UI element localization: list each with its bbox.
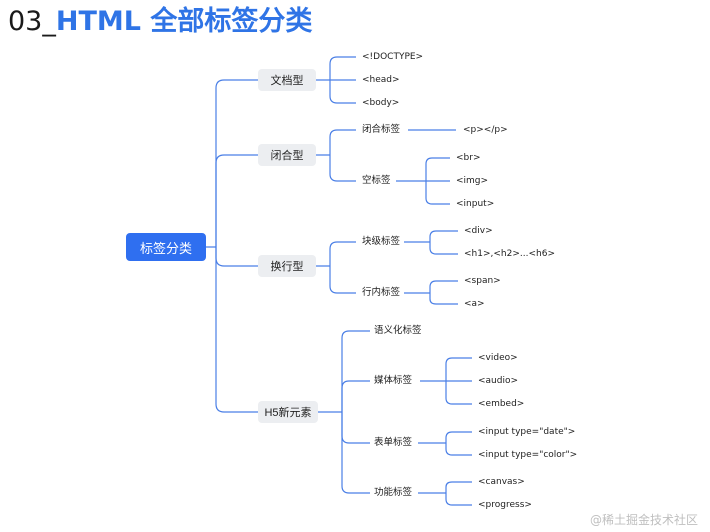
leaf-input-color: <input type="color">: [478, 450, 578, 460]
page-title: 03_HTML 全部标签分类: [8, 6, 312, 38]
node-closed-type: 闭合型: [258, 144, 316, 166]
node-inline-tag: 行内标签: [362, 287, 401, 298]
leaf-br: <br>: [456, 153, 481, 163]
title-highlight: HTML 全部标签分类: [55, 6, 313, 37]
node-media-tag: 媒体标签: [374, 375, 413, 386]
node-form-tag: 表单标签: [374, 437, 413, 448]
node-closed-tag: 闭合标签: [362, 124, 401, 135]
leaf-p: <p></p>: [463, 125, 508, 135]
leaf-a: <a>: [464, 299, 485, 309]
leaf-canvas: <canvas>: [478, 477, 525, 487]
node-function-tag: 功能标签: [374, 487, 413, 498]
root-node: 标签分类: [126, 233, 206, 261]
leaf-embed: <embed>: [478, 399, 525, 409]
node-h5-elements: H5新元素: [258, 401, 318, 423]
node-semantic-tag: 语义化标签: [374, 325, 422, 336]
leaf-headings: <h1>,<h2>...<h6>: [464, 249, 555, 259]
leaf-span: <span>: [464, 276, 501, 286]
title-prefix: 03_: [8, 6, 56, 37]
leaf-input: <input>: [456, 199, 495, 209]
leaf-progress: <progress>: [478, 500, 532, 510]
leaf-head: <head>: [362, 75, 400, 85]
node-empty-tag: 空标签: [362, 175, 391, 186]
footer-watermark: @稀土掘金技术社区: [589, 513, 698, 527]
node-block-tag: 块级标签: [362, 236, 401, 247]
leaf-input-date: <input type="date">: [478, 427, 576, 437]
node-doc-type: 文档型: [258, 69, 316, 91]
leaf-body: <body>: [362, 98, 400, 108]
leaf-video: <video>: [478, 353, 518, 363]
leaf-doctype: <!DOCTYPE>: [362, 52, 424, 62]
node-line-type: 换行型: [258, 255, 316, 277]
leaf-img: <img>: [456, 176, 489, 186]
leaf-div: <div>: [464, 226, 493, 236]
leaf-audio: <audio>: [478, 376, 519, 386]
